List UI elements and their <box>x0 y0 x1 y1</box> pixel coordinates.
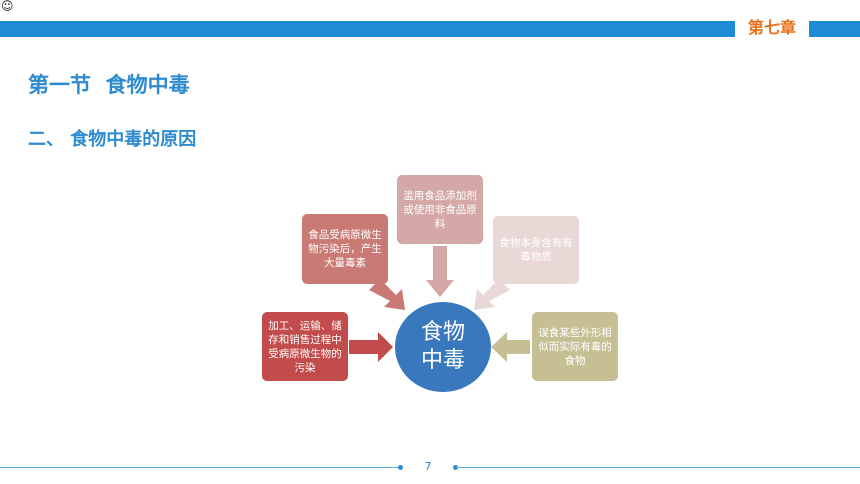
arrow-left <box>349 332 393 362</box>
cause-text-top: 滥用食品添加剂或使用非食品原料 <box>403 189 477 230</box>
cause-text-upper-right: 食物本身含有有毒物质 <box>499 237 573 263</box>
cause-box-right: 误食某些外形相似而实际有毒的食物 <box>532 312 618 381</box>
arrow-right <box>491 332 530 362</box>
cause-text-right: 误食某些外形相似而实际有毒的食物 <box>538 326 612 367</box>
header-bar-right <box>809 21 860 37</box>
footer-line-right <box>456 467 860 468</box>
smiley-face-icon: ☺ <box>1 0 14 13</box>
arrow-upper-left <box>369 279 405 310</box>
footer-dot-left <box>398 465 403 470</box>
chapter-label: 第七章 <box>747 18 796 37</box>
sub-title: 二、 食物中毒的原因 <box>28 129 197 150</box>
footer-line-left <box>0 467 400 468</box>
cause-box-left: 加工、运输、储存和销售过程中受病原微生物的污染 <box>262 312 348 381</box>
cause-box-upper-right: 食物本身含有有毒物质 <box>493 216 579 284</box>
footer-dot-right <box>453 465 458 470</box>
arrow-upper-right <box>474 279 510 310</box>
cause-box-upper-left: 食品受病原微生物污染后，产生大量毒素 <box>302 214 388 284</box>
header-bar-left <box>0 21 735 37</box>
cause-box-top: 滥用食品添加剂或使用非食品原料 <box>397 175 483 244</box>
center-circle: 食物中毒 <box>395 302 491 392</box>
page-number: 7 <box>424 460 432 473</box>
cause-text-left: 加工、运输、储存和销售过程中受病原微生物的污染 <box>268 319 342 374</box>
cause-text-upper-left: 食品受病原微生物污染后，产生大量毒素 <box>308 229 382 269</box>
section-title: 第一节 食物中毒 <box>28 73 190 97</box>
arrow-top <box>426 246 454 297</box>
center-label: 食物中毒 <box>420 320 465 373</box>
